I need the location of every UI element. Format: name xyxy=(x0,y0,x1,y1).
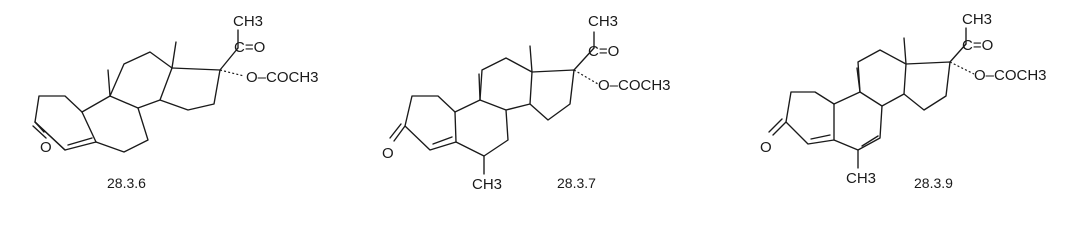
ring-c xyxy=(479,57,533,111)
ring-b xyxy=(833,91,883,151)
c6-methyl-label: CH3 xyxy=(846,170,876,187)
compound-number-label: 28.3.9 xyxy=(914,175,953,191)
ring-b xyxy=(81,95,149,153)
acetyl-carbonyl-label: C=O xyxy=(588,43,619,60)
ring-a xyxy=(404,95,457,151)
acetyl-methyl-label: CH3 xyxy=(962,11,992,28)
structure-28-3-6: O CH3 C=O O–COCH3 28.3.6 xyxy=(32,13,319,191)
acetyl-methyl-label: CH3 xyxy=(588,13,618,30)
ketone-oxygen-label: O xyxy=(760,139,772,156)
ring-d xyxy=(529,69,575,121)
structure-28-3-7: O CH3 C=O O–COCH3 CH3 28.3.7 xyxy=(382,13,671,193)
ring-c xyxy=(109,51,173,109)
acetate-label: O–COCH3 xyxy=(974,67,1047,84)
ketone-oxygen-label: O xyxy=(382,145,394,162)
ring-c xyxy=(857,49,907,107)
compound-number-label: 28.3.6 xyxy=(107,175,146,191)
structure-figure: O CH3 C=O O–COCH3 28.3.6 O CH3 C=O xyxy=(32,11,1047,193)
ring-d xyxy=(159,67,221,111)
ring-a xyxy=(34,95,97,151)
ring-b xyxy=(454,99,509,157)
c6-methyl-label: CH3 xyxy=(472,176,502,193)
acetyl-methyl-label: CH3 xyxy=(233,13,263,30)
acetyl-carbonyl-label: C=O xyxy=(962,37,993,54)
structure-28-3-9: O CH3 C=O O–COCH3 CH3 28.3.9 xyxy=(760,11,1047,191)
acetate-label: O–COCH3 xyxy=(598,77,671,94)
ketone-oxygen-label: O xyxy=(40,139,52,156)
acetyl-carbonyl-label: C=O xyxy=(234,39,265,56)
compound-number-label: 28.3.7 xyxy=(557,175,596,191)
ring-a xyxy=(785,91,835,145)
acetate-label: O–COCH3 xyxy=(246,69,319,86)
ring-d xyxy=(903,61,951,111)
